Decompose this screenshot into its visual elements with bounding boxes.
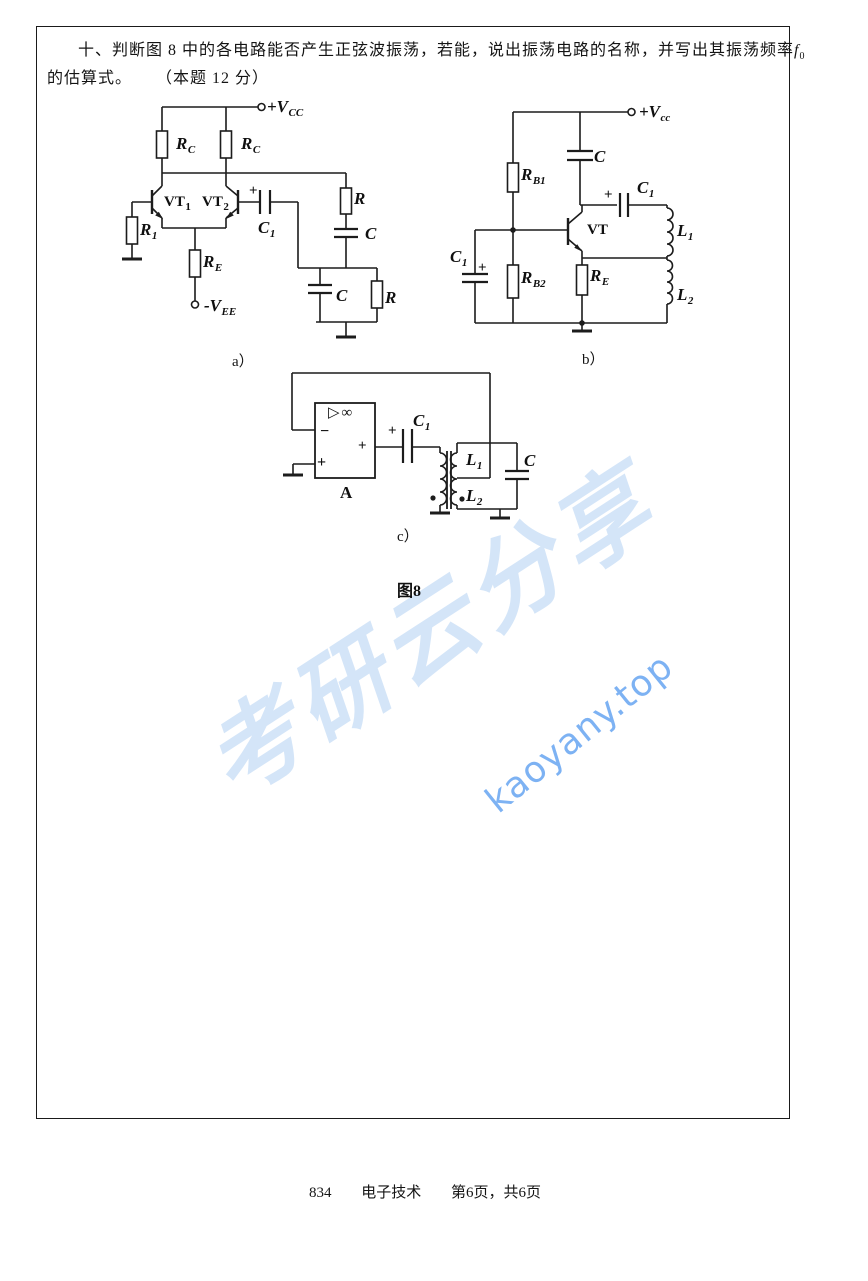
question-text-2: 的估算式。 (47, 70, 133, 87)
label-r1-main: R (140, 220, 152, 239)
opamp-plus-input: + (317, 454, 327, 471)
label-re-a: RE (203, 253, 222, 274)
label-l1-c-sub: 1 (476, 460, 483, 473)
label-l1-c-main: L (466, 450, 477, 469)
label-rc-left-main: R (176, 134, 188, 153)
label-re-b: RE (590, 267, 609, 288)
label-c1-c-main: C (413, 411, 425, 430)
label-l2-c-main: L (466, 486, 477, 505)
caption-a: a） (232, 354, 254, 370)
label-l2-b-main: L (677, 285, 688, 304)
label-c1-c: C1 (413, 412, 430, 433)
question-line-2: 的估算式。 （本题 12 分） (47, 64, 269, 88)
label-l2-c-sub: 2 (476, 496, 483, 509)
label-r1-sub: 1 (151, 230, 158, 243)
label-amp-a: A (340, 483, 353, 502)
label-rb1-sub: B1 (532, 175, 546, 188)
label-vt1-main: VT (164, 194, 185, 210)
label-c1-a-plus: + (249, 183, 258, 199)
label-r-top: R (354, 189, 366, 208)
label-re-b-sub: E (601, 276, 610, 289)
question-text-1: 十、判断图 8 中的各电路能否产生正弦波振荡，若能，说出振荡电路的名称，并写出其… (78, 42, 795, 59)
label-vt1: VT1 (164, 195, 191, 213)
label-rc-right: RC (241, 135, 260, 156)
label-vcc-b: +Vcc (639, 103, 670, 124)
freq-symbol: f (794, 42, 800, 59)
label-vee-a-sub: EE (221, 306, 237, 319)
label-r1: R1 (140, 221, 157, 242)
label-vcc-b-sub: cc (660, 112, 671, 125)
label-c-tank: C (524, 451, 536, 470)
label-c1-series-main: C (637, 178, 649, 197)
caption-c: c） (397, 529, 419, 545)
label-c1-series-sub: 1 (648, 188, 655, 201)
label-c1-c-sub: 1 (424, 421, 431, 434)
label-vcc-a-sub: CC (288, 107, 304, 120)
label-c-parallel: C (336, 286, 348, 305)
label-re-a-main: R (203, 252, 215, 271)
label-rb2: RB2 (521, 269, 546, 290)
label-vcc-a: +VCC (267, 98, 303, 119)
label-r-parallel: R (385, 288, 397, 307)
label-vt2-main: VT (202, 194, 223, 210)
label-rb1: RB1 (521, 166, 546, 187)
label-c1-left-main: C (450, 247, 462, 266)
label-re-a-sub: E (214, 262, 223, 275)
figure-caption: 图8 (397, 583, 422, 600)
label-c1-left-plus: + (478, 260, 487, 276)
label-vee-a: -VEE (204, 297, 236, 318)
label-vee-a-main: -V (204, 296, 221, 315)
label-l2-c: L2 (466, 487, 482, 508)
label-vt1-sub: 1 (185, 201, 191, 213)
footer-page-number: 第6页，共6页 (451, 1185, 542, 1201)
label-c1-a: C1 (258, 219, 275, 240)
question-points: （本题 12 分） (164, 70, 270, 87)
label-c1-series: C1 (637, 179, 654, 200)
page-footer: 834 电子技术 第6页，共6页 (296, 1181, 554, 1202)
opamp-gain-symbol: ▷∞ (328, 405, 355, 421)
footer-subject: 电子技术 (361, 1185, 422, 1201)
label-l1-b: L1 (677, 222, 693, 243)
caption-b: b） (582, 352, 605, 368)
label-c1-c-plus: + (388, 423, 397, 439)
label-rb1-main: R (521, 165, 533, 184)
label-rc-right-main: R (241, 134, 253, 153)
page-border (36, 26, 790, 1119)
label-l1-c: L1 (466, 451, 482, 472)
label-l2-b: L2 (677, 286, 693, 307)
label-rb2-sub: B2 (532, 278, 546, 291)
label-c-top: C (594, 147, 606, 166)
label-l1-b-main: L (677, 221, 688, 240)
label-l1-b-sub: 1 (687, 231, 694, 244)
label-vcc-b-main: +V (639, 102, 661, 121)
label-c1-a-sub: 1 (269, 228, 276, 241)
label-rb2-main: R (521, 268, 533, 287)
label-vt2-sub: 2 (223, 201, 229, 213)
opamp-plus-output: + (358, 438, 367, 454)
label-rc-left-sub: C (187, 144, 196, 157)
label-vt2: VT2 (202, 195, 229, 213)
question-line-1: 十、判断图 8 中的各电路能否产生正弦波振荡，若能，说出振荡电路的名称，并写出其… (78, 36, 805, 62)
label-vt-b: VT (587, 222, 608, 238)
label-c1-a-main: C (258, 218, 270, 237)
freq-symbol-sub: 0 (799, 51, 806, 63)
label-re-b-main: R (590, 266, 602, 285)
opamp-minus-input: − (320, 423, 330, 440)
label-c1-left-sub: 1 (461, 257, 468, 270)
label-vcc-a-main: +V (267, 97, 289, 116)
label-c1-series-plus: + (604, 187, 613, 203)
label-rc-left: RC (176, 135, 195, 156)
label-c-series: C (365, 224, 377, 243)
label-rc-right-sub: C (252, 144, 261, 157)
label-c1-left: C1 (450, 248, 467, 269)
label-l2-b-sub: 2 (687, 295, 694, 308)
footer-course-code: 834 (308, 1185, 332, 1201)
